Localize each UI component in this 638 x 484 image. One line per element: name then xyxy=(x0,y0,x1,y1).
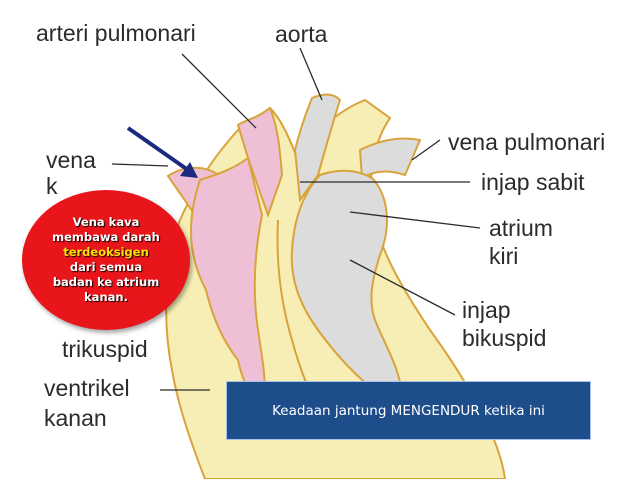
label-aorta: aorta xyxy=(275,21,328,47)
vena-kava-callout: Vena kava membawa darah terdeoksigen dar… xyxy=(22,190,190,330)
label-ventrikel: ventrikel xyxy=(44,375,130,401)
label-trikuspid: trikuspid xyxy=(62,336,148,362)
leader-vena-kava xyxy=(111,163,169,167)
heart-status-text: Keadaan jantung MENGENDUR ketika ini xyxy=(272,402,545,419)
label-kiri: kiri xyxy=(489,243,519,269)
label-kanan: kanan xyxy=(44,405,107,431)
aorta-trunk xyxy=(293,93,342,203)
label-arteri-pulmonari: arteri pulmonari xyxy=(36,20,196,46)
label-atrium: atrium xyxy=(489,215,553,241)
flow-arrow-line xyxy=(126,126,190,172)
label-vena-k: k xyxy=(46,173,58,199)
callout-line-1: Vena kava xyxy=(72,215,140,229)
heart-status-box: Keadaan jantung MENGENDUR ketika ini xyxy=(226,381,591,440)
callout-line-2: membawa darah xyxy=(52,230,160,244)
callout-line-3-highlight: terdeoksigen xyxy=(63,245,149,259)
callout-line-5: badan ke atrium xyxy=(52,275,160,289)
leader-arteri-pulmonari xyxy=(181,53,257,129)
pulmonary-vein-tube xyxy=(358,137,422,180)
label-injap: injap xyxy=(462,297,511,323)
label-injap-sabit: injap sabit xyxy=(481,169,585,195)
leader-injap-bikuspid xyxy=(349,259,456,316)
leader-vena-pulmonari xyxy=(411,139,441,161)
flow-arrow-head xyxy=(180,162,198,178)
callout-line-4: dari semua xyxy=(69,260,143,274)
leader-atrium-kiri xyxy=(349,211,481,229)
callout-line-6: kanan. xyxy=(84,290,128,304)
label-bikuspid: bikuspid xyxy=(462,325,547,351)
label-vena: vena xyxy=(46,147,96,173)
label-vena-pulmonari: vena pulmonari xyxy=(448,129,606,155)
leader-aorta xyxy=(299,47,323,101)
